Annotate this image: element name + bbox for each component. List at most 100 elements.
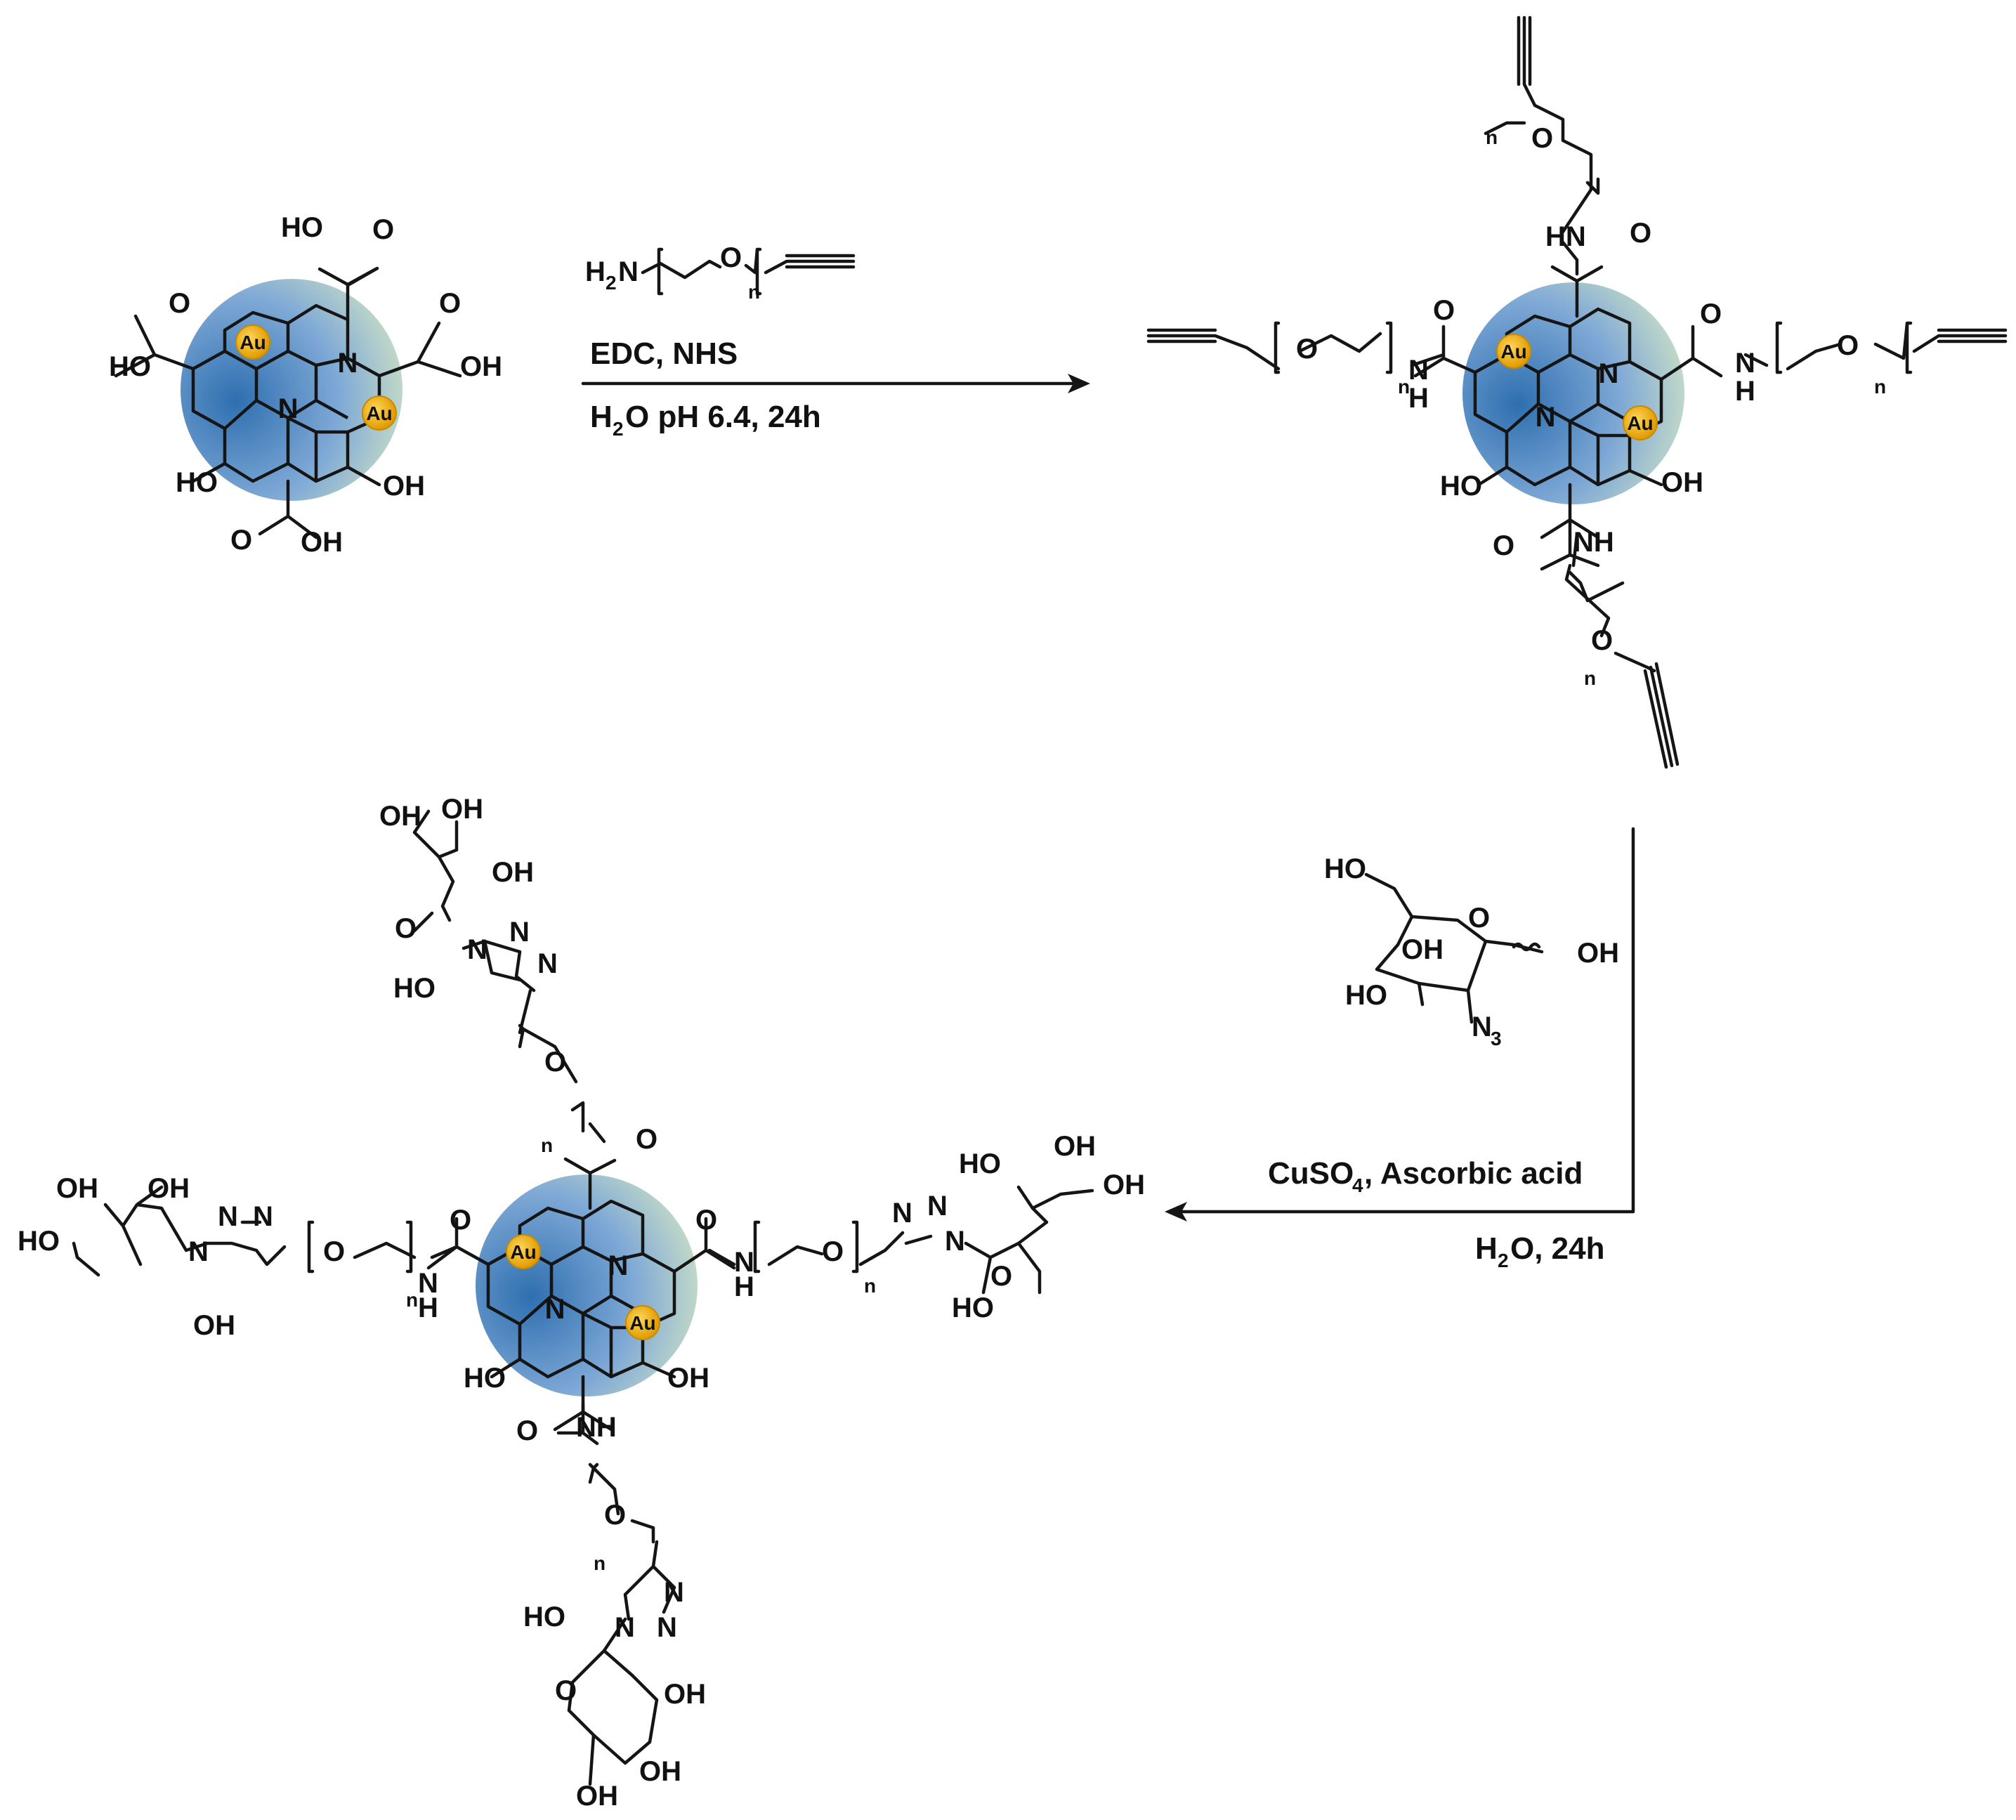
label-o: O: [395, 913, 417, 944]
label-oh: OH: [1103, 1170, 1145, 1200]
reagent-chain: [641, 247, 856, 296]
reaction2: HO O OH OH HO N 3 CuSO 4 , Ascorbic acid…: [1165, 827, 1635, 1271]
label-hn: HN: [1545, 221, 1586, 252]
condition-sub: 2: [1498, 1250, 1509, 1271]
label-n-sub: n: [1584, 667, 1596, 689]
label-oh: OH: [576, 1781, 618, 1812]
label-o: O: [1468, 903, 1490, 934]
arm-right: [1743, 321, 2008, 374]
label-o: O: [1296, 334, 1318, 365]
label-oh: OH: [1661, 467, 1703, 498]
label-n: N: [1408, 355, 1429, 386]
n-label: N: [278, 393, 299, 424]
label-ho: HO: [1324, 853, 1366, 884]
label-o: O: [323, 1236, 345, 1267]
label-oh: OH: [1577, 938, 1619, 969]
arm-bottom: [1540, 518, 1680, 769]
label-n: N: [467, 934, 487, 965]
azido-sugar: [1364, 872, 1544, 1024]
label-o: O: [1433, 295, 1455, 326]
label-o: O: [439, 288, 461, 319]
label-n: N: [927, 1191, 948, 1222]
n-label: N: [338, 348, 358, 379]
label-o: O: [1493, 530, 1514, 561]
arm-left: [1146, 321, 1446, 374]
label-n-sub: n: [1874, 376, 1886, 398]
condition-rest: O, 24h: [1510, 1231, 1605, 1266]
label-oh: OH: [379, 801, 421, 832]
label-h: H: [1408, 383, 1429, 414]
label-n-sub: n: [1398, 376, 1410, 398]
label-ho: HO: [1345, 980, 1387, 1011]
label-oh: OH: [56, 1173, 98, 1204]
condition-rest: O pH 6.4, 24h: [625, 400, 821, 434]
label-n-sub: n: [864, 1275, 876, 1297]
label-ho: HO: [18, 1226, 60, 1257]
label-n: N: [892, 1198, 912, 1229]
label-o: O: [1837, 330, 1859, 361]
glyco-arm-left: [72, 1185, 459, 1277]
reagent-n-sub: n: [748, 281, 760, 303]
n-label: N: [608, 1250, 629, 1281]
au-label: Au: [1500, 341, 1526, 362]
au-label: Au: [1627, 412, 1653, 434]
n-label: N: [545, 1294, 565, 1325]
label-oh: OH: [441, 794, 483, 825]
glyco-arm-right: [707, 1185, 1094, 1295]
label-n3: N: [1472, 1012, 1492, 1042]
label-o: O: [450, 1205, 471, 1236]
label-o: O: [1591, 625, 1613, 656]
label-o: O: [169, 288, 190, 319]
label-ho: HO: [952, 1292, 994, 1323]
reaction1-arrowhead: [1068, 374, 1090, 393]
condition-cuso: CuSO: [1268, 1156, 1354, 1191]
au-label: Au: [510, 1241, 536, 1263]
condition-sub: 2: [613, 418, 624, 440]
label-o: O: [695, 1205, 717, 1236]
n-label: N: [1536, 402, 1556, 433]
reagent-h: H: [585, 256, 606, 287]
label-n3-sub: 3: [1491, 1028, 1502, 1049]
label-h: H: [418, 1292, 438, 1323]
label-ho: HO: [464, 1363, 506, 1394]
reaction2-arrow-shaft: [1178, 827, 1635, 1214]
label-n-sub: n: [1486, 126, 1498, 148]
glyco-arm-bottom: [556, 1403, 676, 1786]
label-o: O: [636, 1124, 657, 1155]
label-ho: HO: [281, 212, 323, 243]
label-n-sub: n: [406, 1289, 418, 1311]
structure-glyco-core: Au Au N N: [426, 1157, 736, 1432]
label-n: N: [253, 1201, 273, 1232]
label-h: H: [734, 1271, 754, 1302]
label-n: N: [657, 1612, 677, 1643]
wavy-bond: [1512, 942, 1541, 952]
label-o: O: [516, 1415, 538, 1446]
label-o: O: [822, 1236, 844, 1267]
label-n: N: [509, 917, 530, 948]
label-n: N: [537, 948, 558, 979]
reagent-sub: 2: [606, 272, 617, 294]
label-o: O: [1700, 299, 1722, 329]
label-oh: OH: [639, 1756, 681, 1787]
label-n: N: [945, 1226, 965, 1257]
label-n: N: [615, 1612, 635, 1643]
reagent-n: N: [618, 256, 639, 287]
label-nh: NH: [1573, 527, 1614, 558]
label-n: N: [188, 1236, 209, 1267]
label-ho: HO: [1440, 471, 1482, 502]
label-o: O: [372, 214, 394, 245]
structure-alkyne-core: Au Au N N: [1413, 265, 1723, 539]
label-n: N: [418, 1268, 438, 1299]
label-oh: OH: [383, 471, 425, 502]
label-o: O: [555, 1675, 577, 1706]
reagent-o: O: [720, 242, 742, 273]
au-label: Au: [240, 332, 266, 353]
label-n: N: [218, 1201, 238, 1232]
label-ho: HO: [959, 1148, 1001, 1179]
label-nh: NH: [576, 1412, 617, 1443]
label-oh: OH: [460, 351, 502, 382]
label-o: O: [1630, 218, 1651, 249]
label-o: O: [604, 1500, 626, 1531]
